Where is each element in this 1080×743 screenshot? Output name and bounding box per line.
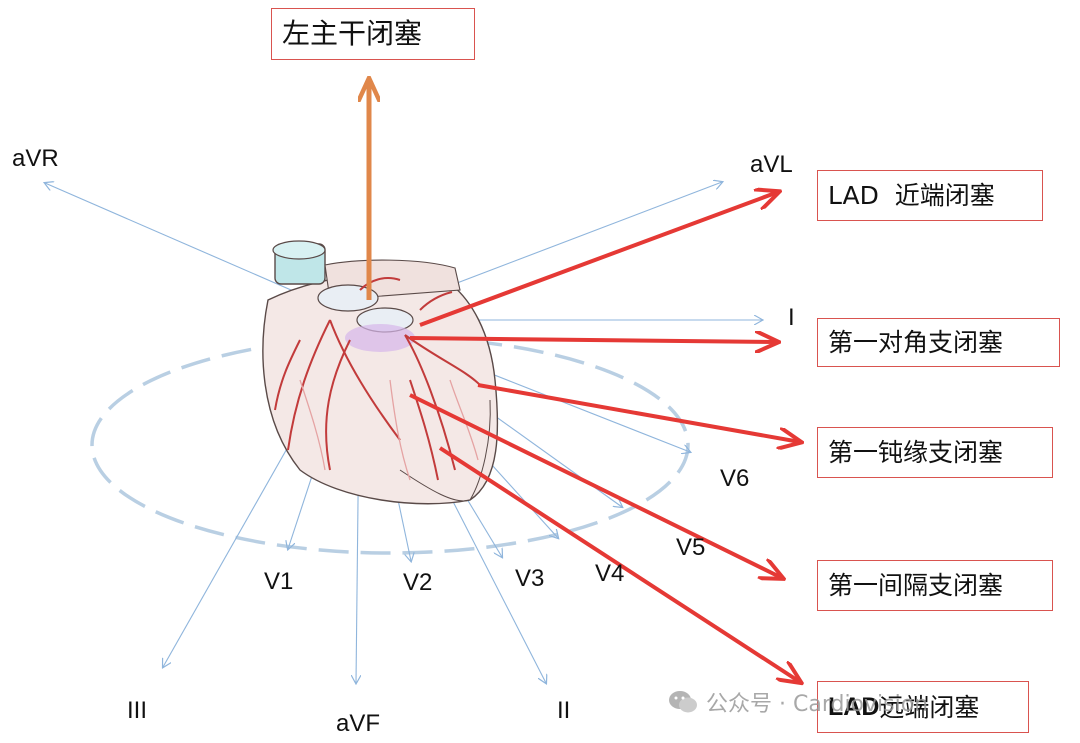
lead-label-v2: V2 (403, 569, 433, 596)
occlusion-arrows (369, 80, 800, 682)
valve-highlight (345, 324, 415, 352)
heart-illustration (262, 240, 499, 505)
label-left-main-occlusion: 左主干闭塞 (271, 8, 475, 60)
watermark: 公众号 · Cardiovision (668, 684, 928, 720)
lad-proximal-arrow (419, 192, 778, 327)
label-first-septal-occlusion: 第一间隔支闭塞 (817, 560, 1053, 611)
first-diagonal-arrow (409, 338, 777, 342)
lad-distal-prefix: LAD (828, 692, 880, 721)
wechat-icon (669, 691, 697, 713)
lad-distal-arrow (438, 446, 800, 682)
label-first-diagonal-occlusion: 第一对角支闭塞 (817, 318, 1060, 367)
lead-label-v1: V1 (264, 568, 294, 595)
lead-label-v3: V3 (515, 565, 545, 592)
lead-label-avr: aVR (12, 145, 59, 172)
lead-label-iii: III (127, 697, 148, 724)
lad-distal-suffix: 远端闭塞 (879, 692, 980, 722)
watermark-text: 公众号 · Cardiovision (706, 692, 929, 717)
aorta-top (272, 240, 326, 260)
first-septal-arrow (409, 393, 782, 578)
lead-label-ii: II (557, 697, 571, 724)
lead-label-v6: V6 (720, 465, 750, 492)
label-first-obtuse-marginal-occlusion: 第一钝缘支闭塞 (817, 427, 1053, 478)
lead-label-avf: aVF (336, 710, 381, 737)
first-obtuse-marginal-arrow (477, 383, 800, 442)
valve-left (317, 284, 379, 312)
label-lad-proximal-occlusion: LAD 近端闭塞 (817, 170, 1043, 221)
lead-label-v5: V5 (676, 534, 706, 561)
lead-label-avl: aVL (750, 151, 793, 178)
lead-label-v4: V4 (595, 560, 625, 587)
coronary-arteries (274, 277, 481, 481)
lead-label-i: I (788, 304, 795, 331)
label-lad-distal-occlusion: LAD 远端闭塞 (817, 681, 1029, 733)
